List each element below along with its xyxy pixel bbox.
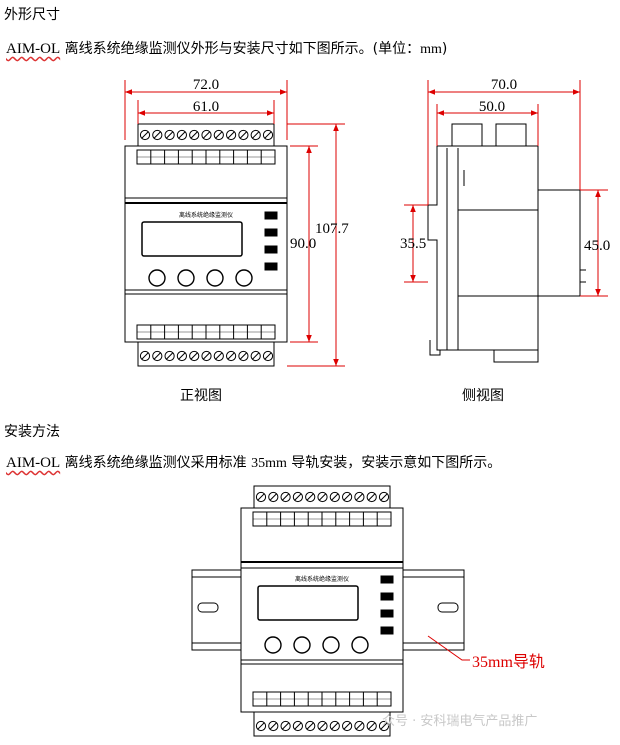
install-drawing <box>191 485 465 737</box>
status-led <box>264 245 278 254</box>
terminal-screw <box>213 129 224 141</box>
terminal-screw <box>262 129 274 141</box>
side-depth-dimension: 70.0 <box>491 77 517 93</box>
panel-button <box>322 636 340 654</box>
terminal-screw <box>354 720 365 732</box>
terminal-screw <box>164 129 175 141</box>
terminal-screw <box>292 491 303 503</box>
terminal-screw <box>329 491 340 503</box>
terminal-screw <box>342 491 353 503</box>
panel-button <box>351 636 369 654</box>
status-led <box>264 211 278 220</box>
status-led <box>380 609 394 618</box>
terminal-screw <box>152 129 163 141</box>
terminal-screw <box>262 350 274 362</box>
panel-button <box>264 636 282 654</box>
side-view-caption: 侧视图 <box>462 388 504 404</box>
side-view-drawing <box>427 123 586 363</box>
panel-button <box>235 269 253 287</box>
status-led <box>264 228 278 237</box>
terminal-screw <box>139 350 151 362</box>
terminal-screw <box>226 129 237 141</box>
install-panel-title: 离线系统绝缘监测仪 <box>295 575 349 583</box>
panel-button <box>206 269 224 287</box>
front-dimension-lines <box>124 80 345 367</box>
terminal-screw <box>366 491 377 503</box>
description-text-a: 离线系统绝缘监测仪外形与安装尺寸如下图所示。(单位： <box>60 41 421 57</box>
front-panel-title: 离线系统绝缘监测仪 <box>179 211 233 219</box>
terminal-screw <box>342 720 353 732</box>
panel-button <box>148 269 166 287</box>
terminal-screw <box>280 491 291 503</box>
terminal-screw <box>189 350 200 362</box>
terminal-screw <box>255 491 267 503</box>
front-width-dimension: 72.0 <box>193 77 219 93</box>
terminal-screw <box>201 129 212 141</box>
panel-button <box>177 269 195 287</box>
terminal-screw <box>255 720 267 732</box>
front-height-dimension: 107.7 <box>315 221 349 237</box>
terminal-screw <box>378 720 390 732</box>
terminal-screw <box>176 350 187 362</box>
install-text-b: 导轨安装，安装示意如下图所示。 <box>286 455 502 471</box>
terminal-screw <box>164 350 175 362</box>
terminal-screw <box>189 129 200 141</box>
terminal-screw <box>378 491 390 503</box>
status-led <box>380 575 394 584</box>
installation-description: AIM-OL 离线系统绝缘监测仪采用标准 35mm 导轨安装，安装示意如下图所示… <box>6 452 501 472</box>
unit-text: mm <box>420 42 442 57</box>
section-title-dimensions: 外形尺寸 <box>4 7 60 23</box>
front-body-height-dimension: 90.0 <box>290 236 316 252</box>
terminal-screw <box>238 129 249 141</box>
install-text-a: 离线系统绝缘监测仪采用标准 <box>60 455 252 471</box>
status-led <box>380 592 394 601</box>
side-dimension-lines <box>404 80 608 297</box>
terminal-screw <box>226 350 237 362</box>
terminal-screw <box>317 491 328 503</box>
model-name-2: AIM-OL <box>6 455 61 471</box>
terminal-screw <box>329 720 340 732</box>
rail-label: 35mm导轨 <box>472 653 545 671</box>
terminal-screw <box>268 491 279 503</box>
dimensions-description: AIM-OL 离线系统绝缘监测仪外形与安装尺寸如下图所示。(单位：mm) <box>6 38 447 58</box>
model-name: AIM-OL <box>6 41 61 57</box>
terminal-screw <box>139 129 151 141</box>
side-left-dimension: 35.5 <box>400 236 426 252</box>
side-right-dimension: 45.0 <box>584 238 610 254</box>
terminal-screw <box>354 491 365 503</box>
rail-size-text: 35mm <box>251 456 287 471</box>
terminal-screw <box>250 350 261 362</box>
terminal-screw <box>268 720 279 732</box>
section-title-installation: 安装方法 <box>4 424 60 440</box>
front-view-caption: 正视图 <box>180 388 222 404</box>
status-led <box>264 262 278 271</box>
terminal-screw <box>366 720 377 732</box>
terminal-screw <box>280 720 291 732</box>
status-led <box>380 626 394 635</box>
terminal-screw <box>152 350 163 362</box>
terminal-screw <box>292 720 303 732</box>
watermark: 众号 · 安科瑞电气产品推广 <box>382 714 538 729</box>
terminal-screw <box>238 350 249 362</box>
side-inner-depth-dimension: 50.0 <box>479 99 505 115</box>
terminal-screw <box>317 720 328 732</box>
rail-leader-line <box>427 635 470 661</box>
description-text-b: ) <box>441 41 448 57</box>
front-inner-width-dimension: 61.0 <box>193 99 219 115</box>
terminal-screw <box>305 720 316 732</box>
panel-button <box>293 636 311 654</box>
terminal-screw <box>201 350 212 362</box>
terminal-screw <box>250 129 261 141</box>
terminal-screw <box>176 129 187 141</box>
front-view-drawing <box>124 123 288 367</box>
terminal-screw <box>305 491 316 503</box>
terminal-screw <box>213 350 224 362</box>
